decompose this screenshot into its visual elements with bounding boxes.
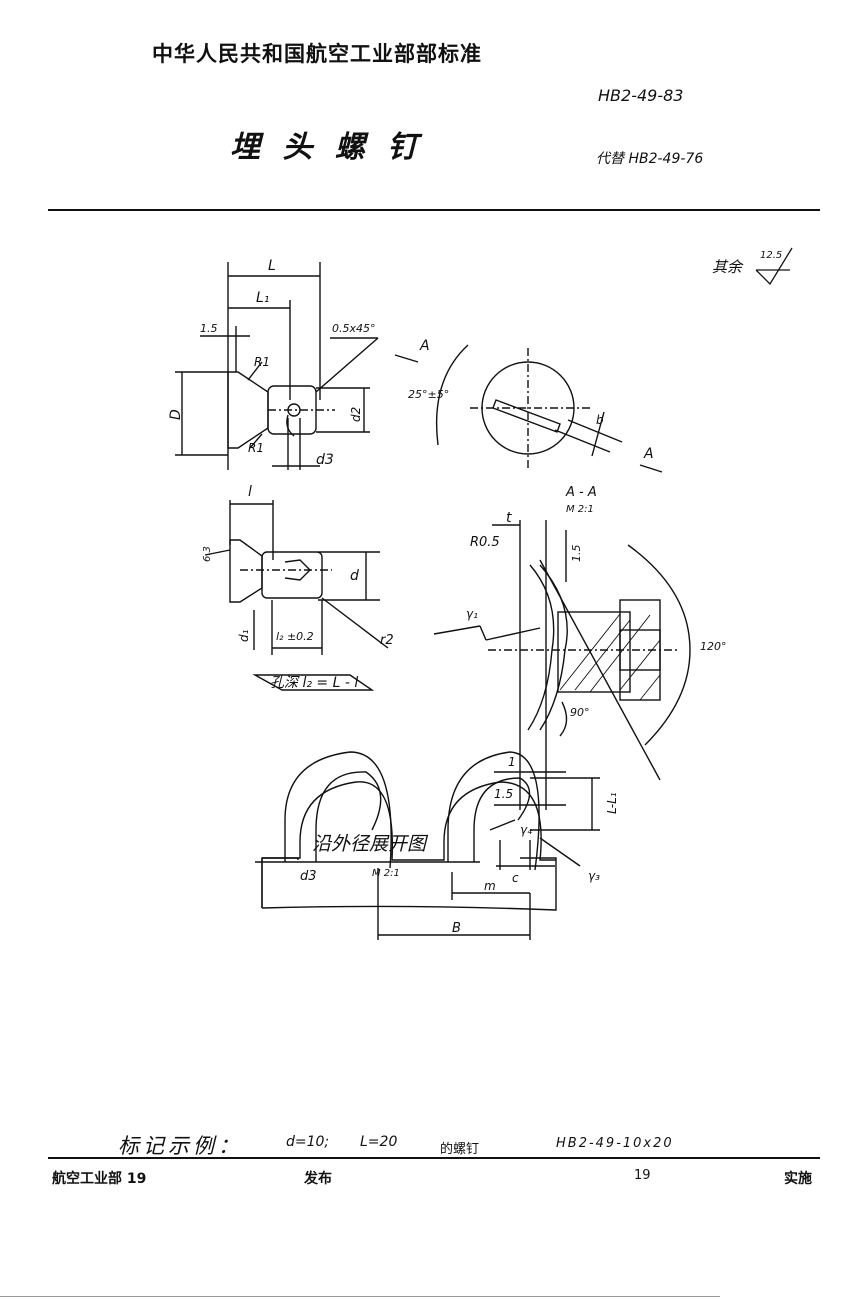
footer-effective: 实施 <box>784 1171 812 1187</box>
roughness-6-3: 6.3 <box>202 546 213 562</box>
dim-l2: l₂ ±0.2 <box>276 630 314 643</box>
dim-R0-5: R0.5 <box>470 535 500 550</box>
dim-d: d <box>350 568 359 584</box>
dim-d3: d3 <box>316 452 334 468</box>
replaces-note: 代替 HB2-49-76 <box>596 151 704 167</box>
dim-t: t <box>506 510 512 526</box>
roughness-value: 12.5 <box>760 250 783 261</box>
screw-lower-view <box>204 500 389 691</box>
dim-L1: L₁ <box>256 290 269 306</box>
header-rule <box>48 209 820 211</box>
dim-R1-b: R1 <box>248 441 264 455</box>
dim-gamma3: γ₃ <box>588 869 600 883</box>
marking-code: HB2-49-10x20 <box>556 1136 674 1151</box>
unfold-title: 沿外径展开图 <box>312 833 429 855</box>
dim-L-L1: L-L₁ <box>605 792 619 814</box>
hole-depth-note: 孔深 l₂ = L - l <box>270 675 358 691</box>
unfolded-view <box>255 751 600 940</box>
dim-unfold-d3: d3 <box>300 869 317 884</box>
footer-rule <box>48 1157 820 1159</box>
dim-D: D <box>168 409 184 420</box>
dim-1-5-c: 1.5 <box>494 787 513 801</box>
dim-d1: d₁ <box>237 629 251 642</box>
section-label: A - A <box>565 485 597 500</box>
section-scale: M 2:1 <box>566 504 594 515</box>
dim-90: 90° <box>570 706 590 719</box>
section-mark-A1: A <box>419 338 430 354</box>
dim-B: B <box>452 921 461 936</box>
standard-number: HB2-49-83 <box>598 86 684 105</box>
scan-edge-line <box>0 1296 720 1297</box>
dim-1-5-a: 1.5 <box>200 322 218 335</box>
section-mark-A2: A <box>643 446 654 462</box>
org-title: 中华人民共和国航空工业部部标准 <box>152 42 482 66</box>
dim-b: b <box>596 413 604 427</box>
dim-m: m <box>484 879 496 893</box>
footer-issued: 发布 <box>304 1171 332 1187</box>
dim-1-5-b: 1.5 <box>570 545 583 563</box>
dim-chamfer: 0.5x45° <box>332 322 376 335</box>
dim-120: 120° <box>700 640 727 653</box>
dim-l: l <box>248 484 252 500</box>
roughness-symbol <box>755 247 793 286</box>
dim-gamma1: γ₁ <box>466 607 478 621</box>
footer-publisher: 航空工业部 19 <box>52 1171 147 1187</box>
dim-c: c <box>512 871 519 885</box>
marking-label: 标记示例： <box>118 1134 243 1158</box>
unfold-scale: M 2:1 <box>372 868 400 879</box>
dim-1: 1 <box>508 755 516 769</box>
document-title: 埋 头 螺 钉 <box>230 130 424 165</box>
dim-d2: d2 <box>349 407 363 422</box>
dim-r2: r2 <box>380 633 394 648</box>
screw-side-view <box>175 262 379 470</box>
footer-year: 19 <box>634 1168 651 1183</box>
enlarged-section-view <box>433 520 691 810</box>
dim-R1-a: R1 <box>254 355 270 369</box>
marking-d: d=10; <box>286 1134 330 1150</box>
roughness-note: 其余 <box>712 258 743 276</box>
marking-desc: 的螺钉 <box>440 1142 480 1157</box>
dim-L: L <box>268 258 276 274</box>
dim-gamma4: γ₄ <box>520 823 532 837</box>
dim-angle: 25°±5° <box>408 388 449 401</box>
section-circle-view <box>394 344 663 473</box>
marking-L: L=20 <box>360 1134 398 1150</box>
